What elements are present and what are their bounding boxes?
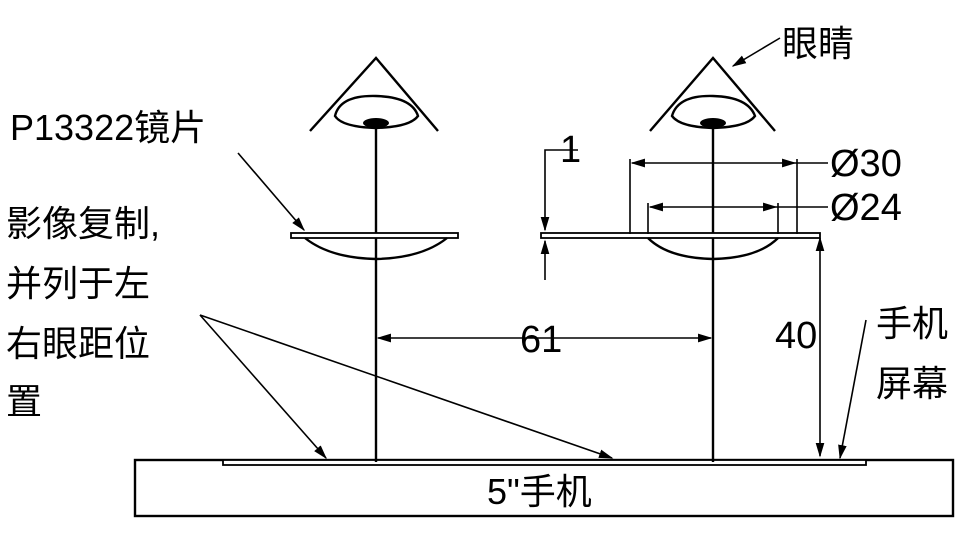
eye-label: 眼睛	[782, 23, 854, 64]
image-label-line4: 置	[6, 381, 42, 422]
inner-diameter-value: Ø24	[830, 187, 902, 229]
gap-dimension	[540, 149, 578, 280]
image-label-line1: 影像复制,	[6, 203, 160, 244]
lens-leader	[237, 152, 305, 232]
phone-body	[133, 458, 955, 518]
right-lens	[540, 232, 821, 261]
left-eye	[309, 56, 439, 132]
lens-label: P13322镜片	[10, 107, 206, 148]
image-label-line3: 右眼距位	[6, 323, 150, 364]
screen-distance-value: 40	[775, 315, 817, 357]
gap-value: 1	[560, 129, 581, 171]
phone-label: 5"手机	[487, 471, 592, 512]
image-leader-right	[199, 314, 614, 459]
eye-distance-value: 61	[520, 319, 562, 361]
screen-label-line1: 手机	[876, 303, 948, 344]
image-leader-left	[199, 314, 327, 460]
outer-diameter-value: Ø30	[830, 143, 902, 185]
inner-diameter-dimension	[647, 202, 828, 234]
eye-leader	[731, 37, 781, 67]
outer-diameter-dimension	[629, 158, 828, 234]
screen-label-line2: 屏幕	[876, 363, 948, 404]
left-lens	[290, 232, 459, 261]
right-eye	[649, 56, 776, 132]
screen-leader	[838, 319, 867, 460]
phone-screen	[222, 459, 867, 466]
image-label-line2: 并列于左	[6, 263, 150, 304]
